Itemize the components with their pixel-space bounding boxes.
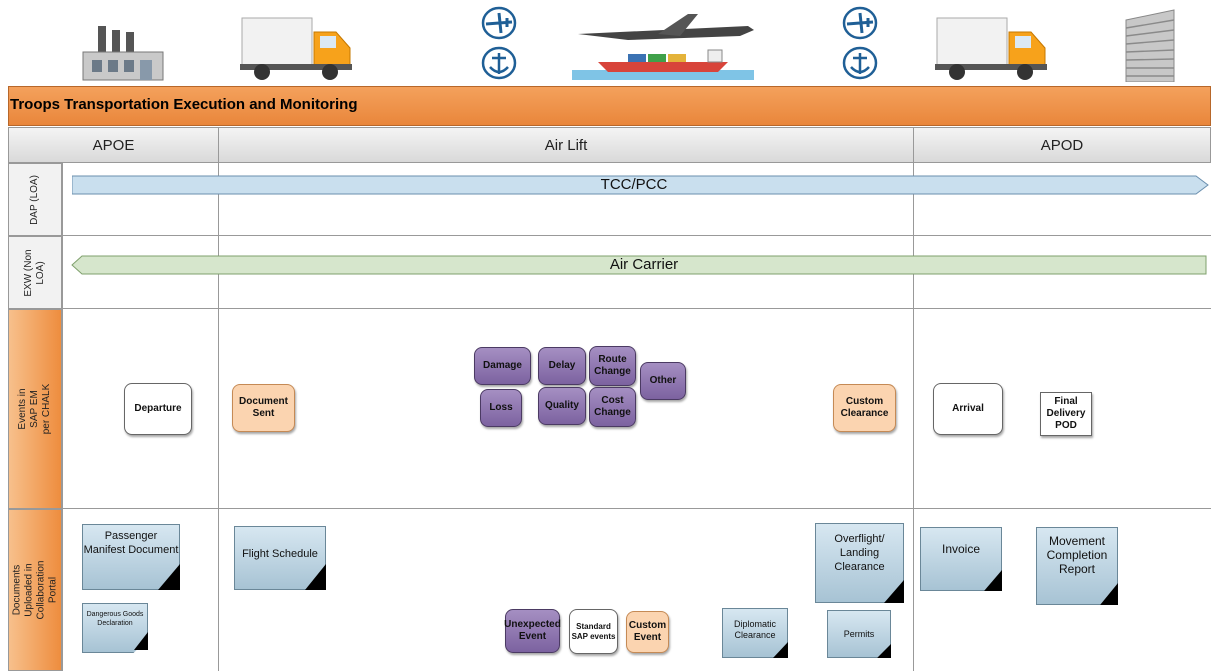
carrier-arrow xyxy=(71,255,1207,275)
event-other: Other xyxy=(640,362,686,400)
phase-air-lift: Air Lift xyxy=(218,127,914,163)
truck-icon xyxy=(935,17,1047,80)
divider xyxy=(8,308,1211,309)
doc-fold-corner xyxy=(884,580,904,603)
lane-events-text: Events in SAP EM per CHALK xyxy=(17,383,52,435)
phase-apoe: APOE xyxy=(8,127,219,163)
divider xyxy=(8,508,1211,509)
event-loss: Loss xyxy=(480,389,522,427)
doc-fold-corner xyxy=(134,632,148,650)
doc-movement-report: Movement Completion Report xyxy=(1036,527,1118,605)
legend-custom-event: Custom Event xyxy=(626,611,669,653)
airplane-icon xyxy=(481,6,517,40)
event-final-delivery: Final Delivery POD xyxy=(1040,392,1092,436)
doc-fold-corner xyxy=(877,644,891,658)
lane-label-exw: EXW (Non LOA) xyxy=(8,236,62,309)
event-departure: Departure xyxy=(124,383,192,435)
anchor-icon xyxy=(842,46,878,80)
lane-label-events: Events in SAP EM per CHALK xyxy=(8,309,62,509)
plane-ship-icon xyxy=(572,14,754,80)
tcc-arrow xyxy=(72,175,1209,195)
event-arrival: Arrival xyxy=(933,383,1003,435)
legend-standard-sap: Standard SAP events xyxy=(569,609,618,654)
lane-dap-text: DAP (LOA) xyxy=(29,174,40,225)
factory-icon xyxy=(82,26,164,81)
doc-fold-corner xyxy=(773,642,788,658)
carrier-label: Air Carrier xyxy=(609,255,679,273)
divider xyxy=(218,163,219,671)
building-icon xyxy=(1125,9,1175,82)
legend-unexpected-event: Unexpected Event xyxy=(504,609,561,653)
doc-fold-corner xyxy=(1100,583,1118,605)
event-delay: Delay xyxy=(538,347,586,385)
airplane-icon xyxy=(842,6,878,40)
lane-label-documents: Documents Uploaded in Collaboration Port… xyxy=(8,509,62,671)
diagram-title: Troops Transportation Execution and Moni… xyxy=(10,96,358,113)
divider xyxy=(8,235,1211,236)
doc-dangerous-goods: Dangerous Goods Declaration xyxy=(82,603,148,653)
event-route-change: Route Change xyxy=(589,346,636,386)
title-bar xyxy=(8,86,1211,126)
tcc-label: TCC/PCC xyxy=(600,175,668,193)
doc-fold-corner xyxy=(158,564,180,590)
event-damage: Damage xyxy=(474,347,531,385)
event-document-sent: Document Sent xyxy=(232,384,295,432)
phase-apod: APOD xyxy=(913,127,1211,163)
lane-label-dap: DAP (LOA) xyxy=(8,163,62,236)
event-custom-clearance: Custom Clearance xyxy=(833,384,896,432)
doc-fold-corner xyxy=(984,570,1002,591)
truck-icon xyxy=(240,17,352,80)
divider xyxy=(62,163,63,671)
lane-exw-text: EXW (Non LOA) xyxy=(23,248,46,297)
event-quality: Quality xyxy=(538,387,586,425)
doc-fold-corner xyxy=(305,564,326,590)
lane-documents-text: Documents Uploaded in Collaboration Port… xyxy=(11,560,59,620)
divider xyxy=(913,163,914,671)
event-cost-change: Cost Change xyxy=(589,387,636,427)
anchor-icon xyxy=(481,46,517,80)
